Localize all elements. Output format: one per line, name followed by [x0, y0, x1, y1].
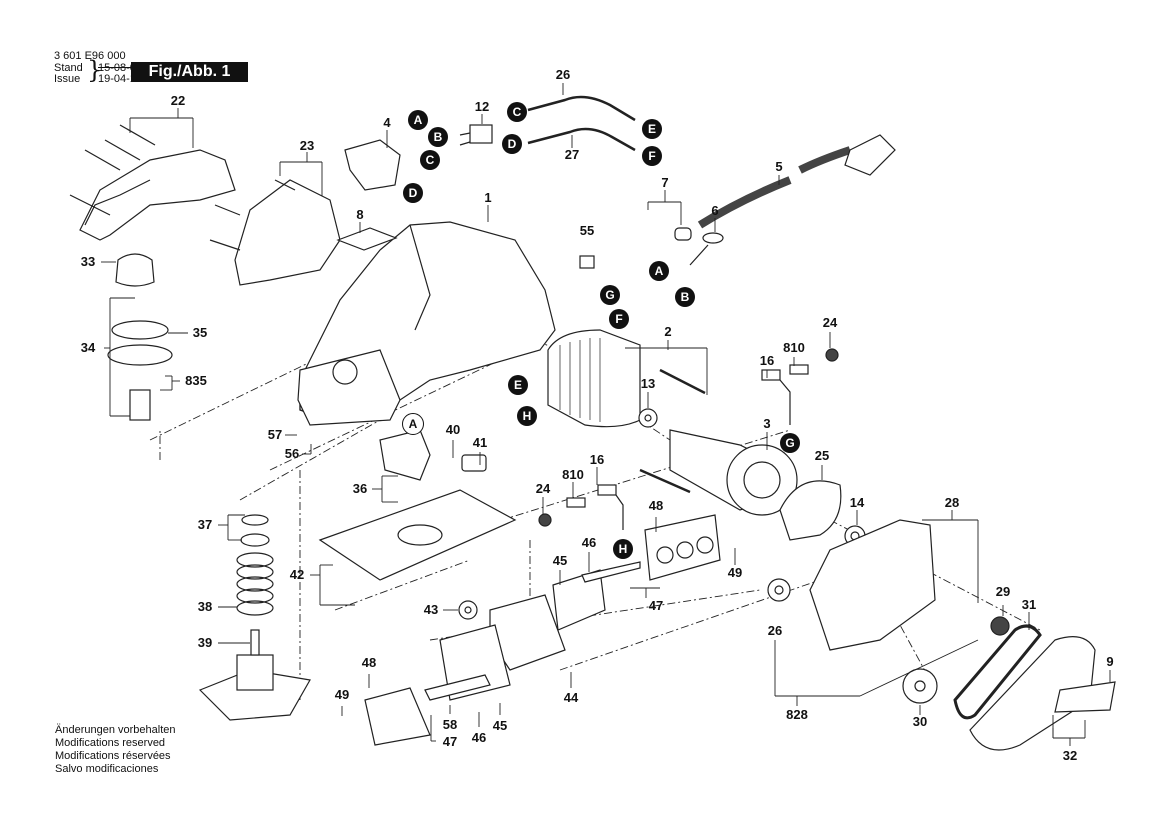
- part-callout-39[interactable]: 39: [197, 635, 213, 650]
- connector-a-switch[interactable]: A: [408, 110, 428, 130]
- connector-h-field[interactable]: H: [517, 406, 537, 426]
- connector-g-field[interactable]: G: [600, 285, 620, 305]
- connector-b-cord[interactable]: B: [675, 287, 695, 307]
- part-callout-28[interactable]: 28: [944, 495, 960, 510]
- connector-c-switch[interactable]: C: [420, 150, 440, 170]
- cover-23-shape: [234, 179, 341, 286]
- leader-lines: [101, 83, 1111, 746]
- issue-date: 19-04-11: [98, 73, 142, 85]
- connector-b-switch[interactable]: B: [428, 127, 448, 147]
- part-callout-44[interactable]: 44: [563, 690, 579, 705]
- part-callout-3[interactable]: 3: [763, 416, 771, 431]
- part-callout-46-lower[interactable]: 46: [471, 730, 487, 745]
- part-callout-34[interactable]: 34: [80, 340, 96, 355]
- part-callout-13[interactable]: 13: [640, 376, 656, 391]
- footer-line-de: Änderungen vorbehalten: [55, 724, 176, 736]
- part-callout-835[interactable]: 835: [185, 373, 207, 388]
- part-callout-810-lower[interactable]: 810: [562, 467, 584, 482]
- part-callout-32[interactable]: 32: [1062, 748, 1078, 763]
- part-callout-16[interactable]: 16: [759, 353, 775, 368]
- part-callout-24[interactable]: 24: [822, 315, 838, 330]
- assembly-lines: [149, 259, 1041, 700]
- part-callout-8[interactable]: 8: [356, 207, 364, 222]
- part-callout-41[interactable]: 41: [472, 435, 488, 450]
- part-number: 3 601 E96 000: [54, 50, 126, 62]
- connector-f-field[interactable]: F: [609, 309, 629, 329]
- knob-33-shape: [115, 253, 155, 287]
- connector-d-wire[interactable]: D: [502, 134, 522, 154]
- stand-label: Stand: [54, 62, 83, 74]
- part-callout-14[interactable]: 14: [849, 495, 865, 510]
- part-callout-26-lower[interactable]: 27: [564, 147, 580, 162]
- part-callout-1[interactable]: 1: [484, 190, 492, 205]
- part-callout-12[interactable]: 12: [474, 99, 490, 114]
- figure-label: Fig./Abb. 1: [131, 62, 248, 82]
- part-callout-828[interactable]: 828: [786, 707, 808, 722]
- part-callout-42[interactable]: 42: [289, 567, 305, 582]
- part-callout-48-lower[interactable]: 48: [361, 655, 377, 670]
- connector-e-wire[interactable]: E: [642, 119, 662, 139]
- part-callout-25[interactable]: 25: [814, 448, 830, 463]
- part-callout-7[interactable]: 7: [661, 175, 669, 190]
- part-callout-31[interactable]: 31: [1021, 597, 1037, 612]
- part-callout-2[interactable]: 2: [664, 324, 672, 339]
- part-callout-810[interactable]: 810: [783, 340, 805, 355]
- part-callout-30[interactable]: 30: [912, 714, 928, 729]
- part-callout-6[interactable]: 6: [711, 203, 719, 218]
- cover-22-shape: [79, 149, 236, 241]
- part-callout-45-lower[interactable]: 45: [492, 718, 508, 733]
- part-callout-35[interactable]: 35: [192, 325, 208, 340]
- part-callout-5[interactable]: 5: [775, 159, 783, 174]
- field-coil-shape: [547, 329, 641, 428]
- part-callout-43[interactable]: 43: [423, 602, 439, 617]
- part-callout-24-lower[interactable]: 24: [535, 481, 551, 496]
- connector-e-field[interactable]: E: [508, 375, 528, 395]
- part-callout-49[interactable]: 49: [727, 565, 743, 580]
- part-callout-29[interactable]: 29: [995, 584, 1011, 599]
- part-callout-47[interactable]: 47: [648, 598, 664, 613]
- footer-line-en: Modifications reserved: [55, 737, 166, 749]
- part-callout-26[interactable]: 26: [555, 67, 571, 82]
- detail-marker-a[interactable]: A: [402, 413, 424, 435]
- part-callout-47-lower[interactable]: 47: [442, 734, 458, 749]
- footer-line-fr: Modifications réservées: [55, 750, 171, 762]
- part-callout-58[interactable]: 58: [442, 717, 458, 732]
- connector-h-brush[interactable]: H: [613, 539, 633, 559]
- part-callout-38[interactable]: 38: [197, 599, 213, 614]
- part-callout-16-lower[interactable]: 16: [589, 452, 605, 467]
- part-callout-27[interactable]: 26: [767, 623, 783, 638]
- part-callout-46[interactable]: 46: [581, 535, 597, 550]
- brace-icon: }: [87, 56, 103, 84]
- belt-cover-28-shape: [809, 519, 936, 651]
- part-callout-40[interactable]: 40: [445, 422, 461, 437]
- issue-label: Issue: [54, 73, 81, 85]
- part-callout-22[interactable]: 22: [170, 93, 186, 108]
- part-callout-9[interactable]: 9: [1106, 654, 1114, 669]
- footer-notes: Änderungen vorbehalten Modifications res…: [55, 724, 175, 776]
- part-callout-49-lower[interactable]: 49: [334, 687, 350, 702]
- part-callout-56[interactable]: 56: [284, 446, 300, 461]
- part-callout-45[interactable]: 45: [552, 553, 568, 568]
- connector-f-wire[interactable]: F: [642, 146, 662, 166]
- connector-c-wire[interactable]: C: [507, 102, 527, 122]
- connector-d-switch[interactable]: D: [403, 183, 423, 203]
- footer-line-es: Salvo modificaciones: [55, 763, 159, 775]
- part-callout-4[interactable]: 4: [383, 115, 391, 130]
- base-plate-42-shape: [318, 489, 517, 581]
- part-callout-37[interactable]: 37: [197, 517, 213, 532]
- part-callout-57[interactable]: 57: [267, 427, 283, 442]
- part-callout-36[interactable]: 36: [352, 481, 368, 496]
- part-callout-48[interactable]: 48: [648, 498, 664, 513]
- part-callout-55[interactable]: 55: [579, 223, 595, 238]
- part-callout-23[interactable]: 23: [299, 138, 315, 153]
- connector-a-cord[interactable]: A: [649, 261, 669, 281]
- part-callout-33[interactable]: 33: [80, 254, 96, 269]
- connector-g-brush[interactable]: G: [780, 433, 800, 453]
